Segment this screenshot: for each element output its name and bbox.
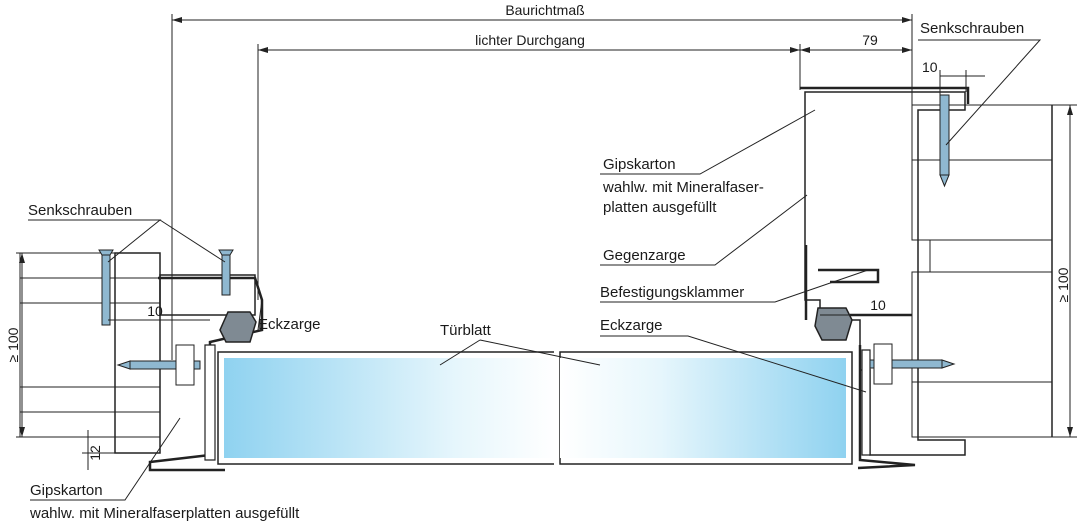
dim-bottom-offset: 12 [87,445,103,461]
door-leaf-right [559,351,853,465]
label-gipskarton-right: Gipskarton [603,156,676,173]
left-screw-vertical-2 [218,249,234,296]
dim-wall-right: ≥ 100 [1055,267,1071,302]
left-screw-horizontal [116,344,201,386]
label-senkschrauben-right: Senkschrauben [920,20,1024,37]
dim-wall-left: ≥ 100 [5,327,21,362]
label-befestigungsklammer: Befestigungsklammer [600,284,744,301]
label-eckzarge-left: Eckzarge [258,316,321,333]
dim-gap-left: 10 [147,303,163,319]
left-gypsum-filler [114,252,256,454]
dim-gap-right: 10 [870,297,886,313]
dim-lichter-durchgang: lichter Durchgang [475,32,585,48]
label-gipskarton-right-note-1: wahlw. mit Mineralfaser- [602,179,764,196]
label-gipskarton-left-note: wahlw. mit Mineralfaserplatten ausgefüll… [29,505,300,522]
leader-lines [28,39,1042,501]
right-wall [911,104,1053,438]
right-counter-frame [800,86,970,320]
right-screw-vertical [939,94,950,188]
label-senkschrauben-left: Senkschrauben [28,202,132,219]
left-wall [19,252,161,438]
dim-frame-depth: 79 [862,32,878,48]
door-leaf-left [217,351,557,465]
label-gipskarton-left: Gipskarton [30,482,103,499]
label-eckzarge-right: Eckzarge [600,317,663,334]
dimension-lines [16,14,1077,470]
right-screw-horizontal [869,343,956,385]
label-tuerblatt: Türblatt [440,322,492,339]
label-gegenzarge: Gegenzarge [603,247,686,264]
dim-screw-offset: 10 [922,59,938,75]
left-screw-vertical-1 [98,249,114,326]
dim-baurichtmass: Baurichtmaß [505,2,584,18]
label-gipskarton-right-note-2: platten ausgefüllt [603,199,717,216]
left-corner-frame [148,276,264,472]
